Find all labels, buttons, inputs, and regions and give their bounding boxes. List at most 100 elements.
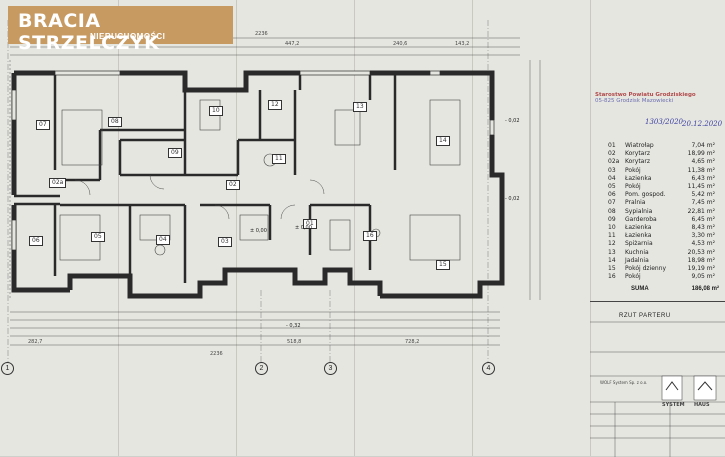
room-row: 03 Pokój 11,38 m² — [601, 167, 719, 176]
room-tag: 02 — [226, 180, 240, 190]
room-name: Pralnia — [625, 199, 646, 207]
room-number: 04 — [608, 174, 616, 182]
room-area: 7,45 m² — [691, 199, 715, 207]
room-area: 20,53 m² — [687, 248, 715, 256]
room-tag: 15 — [436, 260, 450, 270]
room-row: 07 Pralnia 7,45 m² — [601, 199, 719, 208]
sum-value: 186,08 m² — [691, 286, 719, 292]
room-number: 06 — [608, 191, 616, 199]
room-number: 16 — [608, 273, 616, 281]
room-name: Wiatrołap — [625, 142, 654, 149]
room-row: 12 Spiżarnia 4,53 m² — [601, 240, 719, 249]
room-name: Łazienka — [625, 232, 652, 240]
logo-subtitle: NIERUCHOMOŚCI — [90, 32, 166, 41]
dimension: 728,2 — [405, 339, 420, 345]
room-tag: 01 — [303, 219, 317, 229]
room-number: 07 — [608, 199, 616, 207]
room-number: 12 — [608, 240, 616, 248]
stamp-line: Starostwo Powiatu Grodziskiego — [595, 92, 696, 98]
room-row: 02 Korytarz 18,99 m² — [601, 150, 719, 159]
room-tag: 16 — [363, 231, 377, 241]
room-area: 4,65 m² — [691, 158, 715, 166]
room-number: 13 — [608, 248, 616, 256]
room-area: 18,99 m² — [687, 150, 715, 158]
room-name: Sypialnia — [625, 207, 653, 215]
logo-name: BRACIA STRZELCZYK — [18, 10, 160, 54]
fold-line — [236, 0, 237, 456]
area-sum: SUMA 186,08 m² — [631, 286, 719, 292]
room-name: Spiżarnia — [625, 240, 653, 248]
fold-line — [118, 0, 119, 456]
room-row: 16 Pokój 9,05 m² — [601, 273, 719, 282]
room-name: Pokój — [625, 273, 641, 281]
stamp-line: 05-825 Grodzisk Mazowiecki — [595, 98, 674, 104]
office-stamp: Starostwo Powiatu Grodziskiego 05-825 Gr… — [595, 92, 696, 104]
room-tag: 09 — [168, 148, 182, 158]
fold-line — [354, 0, 355, 456]
room-number: 02 — [608, 150, 616, 158]
room-tag: 10 — [209, 106, 223, 116]
drawing-title: RZUT PARTERU — [619, 313, 671, 319]
room-tag: 03 — [218, 237, 232, 247]
room-area: 8,43 m² — [691, 224, 715, 231]
room-area: 5,42 m² — [691, 191, 715, 199]
level-mark: - 0,02 — [505, 118, 520, 124]
level-mark: ± 0,00 — [295, 225, 312, 231]
room-number: 10 — [608, 224, 616, 231]
room-tag: 13 — [353, 102, 367, 112]
room-name: Kuchnia — [625, 248, 649, 256]
room-tag: 14 — [436, 136, 450, 146]
room-area: 4,53 m² — [691, 240, 715, 248]
room-number: 02a — [608, 158, 620, 166]
level-mark: - 0,32 — [286, 323, 301, 329]
room-tag: 05 — [91, 232, 105, 242]
room-row: 13 Kuchnia 20,53 m² — [601, 249, 719, 258]
room-name: Pom. gospod. — [625, 191, 666, 199]
room-name: Korytarz — [625, 158, 650, 166]
room-name: Łazienka — [625, 174, 652, 182]
room-name: Łazienka — [625, 224, 652, 231]
dimension: 447,2 — [285, 41, 300, 47]
room-area: 18,98 m² — [687, 256, 715, 264]
dimension: 2236 — [210, 351, 223, 357]
sum-label: SUMA — [631, 286, 649, 292]
title-block-grid — [590, 321, 725, 457]
room-name: Korytarz — [625, 150, 650, 158]
room-name: Pokój — [625, 166, 641, 174]
room-tag: 07 — [36, 120, 50, 130]
room-number: 14 — [608, 256, 616, 264]
room-area: 11,45 m² — [687, 183, 715, 190]
brand-system: SYSTEM — [662, 402, 685, 408]
fold-line — [590, 0, 591, 456]
level-mark: ± 0,00 — [250, 228, 267, 234]
room-row: 10 Łazienka 8,43 m² — [601, 224, 719, 233]
dimension: 240,6 — [393, 41, 408, 47]
room-tag: 08 — [108, 117, 122, 127]
room-area: 9,05 m² — [691, 273, 715, 281]
room-name: Jadalnia — [625, 256, 649, 264]
room-tag: 06 — [29, 236, 43, 246]
room-number: 03 — [608, 166, 616, 174]
dimension: 282,7 — [28, 339, 43, 345]
handwritten-note: 20.12.2020 — [682, 120, 723, 128]
axis-marker: 4 — [482, 362, 495, 375]
room-name: Garderoba — [625, 215, 657, 223]
room-area: 22,81 m² — [687, 207, 715, 215]
room-number: 09 — [608, 215, 616, 223]
room-area: 3,30 m² — [691, 232, 715, 240]
room-tag: 02a — [49, 178, 67, 188]
agency-logo: BRACIA STRZELCZYK NIERUCHOMOŚCI — [8, 6, 233, 54]
handwritten-note: 1303/2020 — [645, 118, 683, 126]
room-area: 11,38 m² — [687, 166, 715, 174]
dimension: 143,2 — [455, 41, 470, 47]
axis-marker: 3 — [324, 362, 337, 375]
